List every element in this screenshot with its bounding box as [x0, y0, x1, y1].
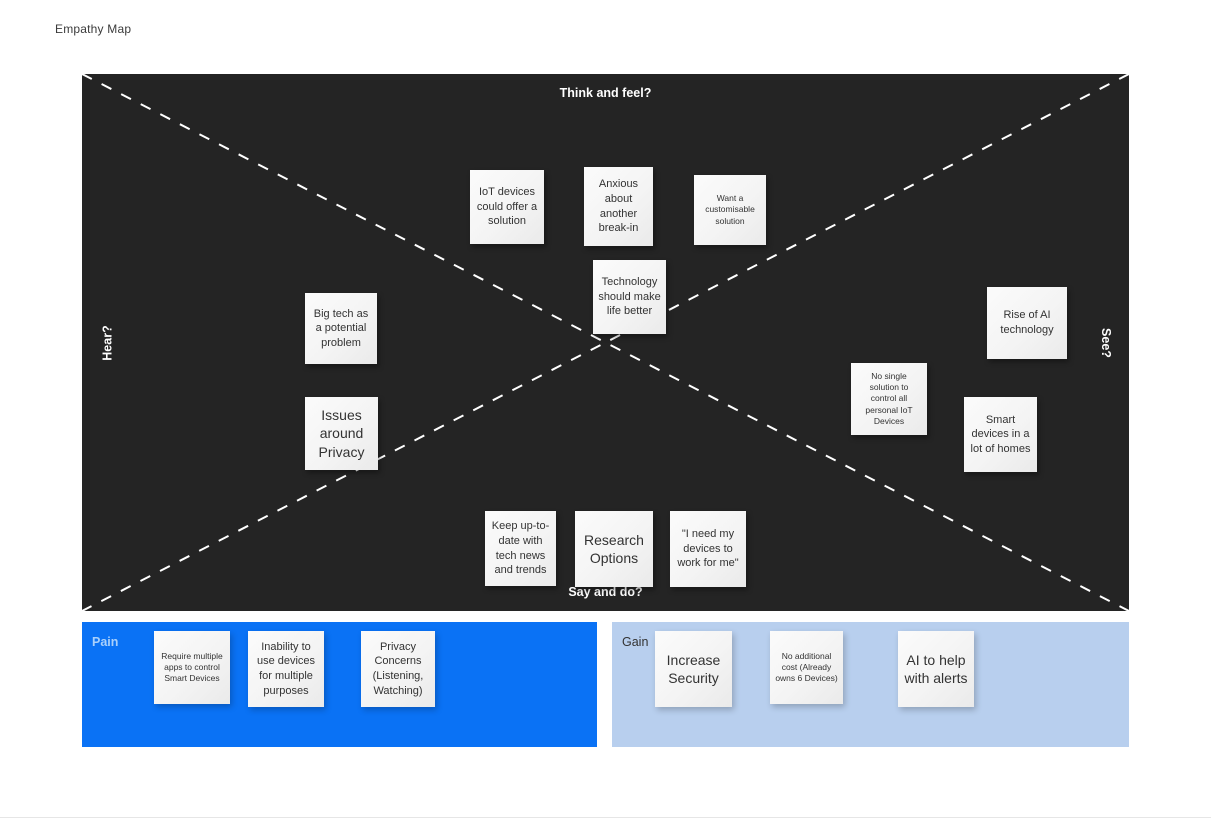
sticky-note[interactable]: Keep up-to-date with tech news and trend…	[485, 511, 556, 586]
sticky-note[interactable]: IoT devices could offer a solution	[470, 170, 544, 244]
quadrant-label-see: See?	[1099, 327, 1114, 358]
sticky-note[interactable]: Issues around Privacy	[305, 397, 378, 470]
quadrant-label-think-and-feel: Think and feel?	[559, 86, 652, 100]
sticky-note[interactable]: Rise of AI technology	[987, 287, 1067, 359]
sticky-note[interactable]: Increase Security	[655, 631, 732, 707]
gain-panel-label: Gain	[622, 635, 649, 649]
quadrant-label-hear: Hear?	[100, 324, 115, 361]
sticky-note[interactable]: Inability to use devices for multiple pu…	[248, 631, 324, 707]
pain-panel: Pain Require multiple apps to control Sm…	[82, 622, 597, 747]
sticky-note[interactable]: Privacy Concerns (Listening, Watching)	[361, 631, 435, 707]
page-title: Empathy Map	[55, 22, 132, 36]
bottom-divider	[0, 817, 1211, 818]
sticky-note[interactable]: Require multiple apps to control Smart D…	[154, 631, 230, 704]
sticky-note[interactable]: Big tech as a potential problem	[305, 293, 377, 364]
sticky-note[interactable]: No single solution to control all person…	[851, 363, 927, 435]
sticky-note[interactable]: Anxious about another break-in	[584, 167, 653, 246]
sticky-note[interactable]: Research Options	[575, 511, 653, 587]
gain-panel: Gain Increase Security No additional cost…	[612, 622, 1129, 747]
sticky-note[interactable]: No additional cost (Already owns 6 Devic…	[770, 631, 843, 704]
pain-panel-label: Pain	[92, 635, 119, 649]
sticky-note[interactable]: Technology should make life better	[593, 260, 666, 334]
empathy-map-board: Think and feel? Say and do? Hear? See? I…	[82, 74, 1129, 611]
sticky-note[interactable]: AI to help with alerts	[898, 631, 974, 707]
sticky-note[interactable]: Smart devices in a lot of homes	[964, 397, 1037, 472]
sticky-note[interactable]: "I need my devices to work for me"	[670, 511, 746, 587]
quadrant-label-say-and-do: Say and do?	[568, 585, 643, 599]
sticky-note[interactable]: Want a customisable solution	[694, 175, 766, 245]
